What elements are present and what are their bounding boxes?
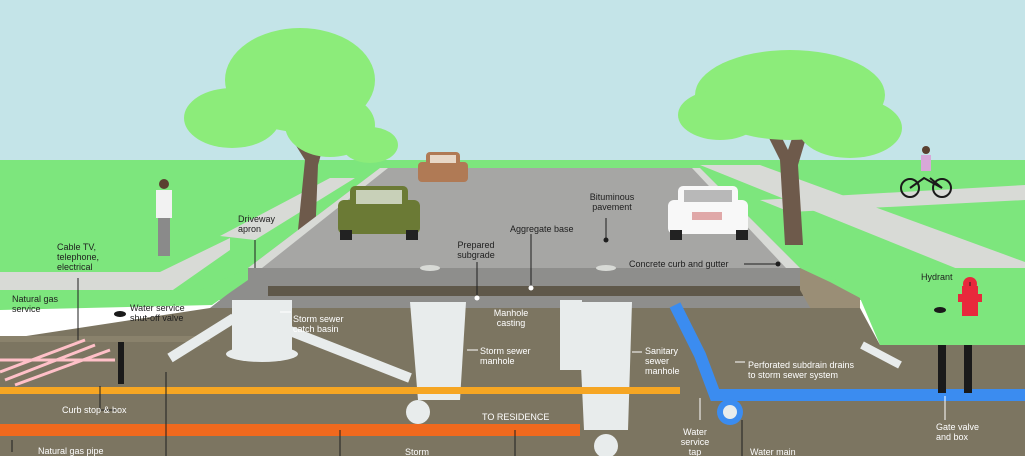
storm-sewer-manhole (406, 302, 466, 424)
label-to-residence: TO RESIDENCE (482, 412, 550, 422)
label-storm-sewer-catch-basin: Storm sewer catch basin (293, 314, 344, 334)
curb-stop-box (118, 342, 124, 384)
tree-left (184, 28, 398, 240)
label-natural-gas-pipe: Natural gas pipe (38, 446, 104, 456)
aggregate-base-layer (268, 286, 803, 296)
label-aggregate-base: Aggregate base (510, 224, 574, 234)
perforated-subdrain (860, 341, 902, 369)
sanitary-sewer-manhole (560, 300, 632, 456)
label-sanitary-sewer-manhole: Sanitary sewer manhole (645, 346, 680, 376)
driveway-left (220, 178, 355, 240)
label-hydrant: Hydrant (921, 272, 953, 282)
label-curb-stop-box: Curb stop & box (62, 405, 127, 415)
label-perforated-subdrain: Perforated subdrain drains to storm sewe… (748, 360, 855, 380)
car-green (338, 186, 420, 240)
leader-lines (11, 218, 971, 456)
label-storm-sewer-manhole: Storm sewer manhole (480, 346, 531, 366)
car-white (668, 186, 748, 240)
label-natural-gas-service: Natural gas service (12, 294, 59, 314)
label-water-main: Water main (750, 447, 796, 456)
label-cable-tv: Cable TV, telephone, electrical (57, 242, 100, 272)
sidewalk-left (0, 238, 230, 292)
gate-valve-box (938, 345, 946, 393)
water-service-line (0, 387, 680, 394)
pedestrian (156, 179, 172, 256)
label-manhole-casting: Manhole casting (493, 308, 529, 328)
label-water-service-tap: Water service tap (680, 427, 710, 456)
label-prepared-subgrade: Prepared subgrade (457, 240, 495, 260)
tree-right (678, 50, 902, 245)
label-driveway-apron: Driveway apron (238, 214, 276, 234)
natural-gas-main (0, 424, 580, 436)
cyclist (900, 146, 952, 198)
label-storm-sewer-pipe: Storm (405, 447, 430, 456)
storm-sewer-catch-basin (167, 300, 412, 383)
label-concrete-curb: Concrete curb and gutter (629, 259, 729, 269)
label-gate-valve: Gate valve and box (936, 422, 980, 442)
label-bituminous-pavement: Bituminous pavement (589, 192, 635, 212)
sidewalk-right (700, 165, 1025, 280)
natural-gas-service-pipes (0, 338, 115, 387)
label-water-service-shutoff: Water service shut-off valve (130, 303, 185, 323)
subdrain-water-line (669, 302, 1025, 401)
front-lawn-left (0, 268, 248, 310)
car-brown (418, 152, 468, 182)
sidewalk-right-far (760, 185, 1025, 212)
